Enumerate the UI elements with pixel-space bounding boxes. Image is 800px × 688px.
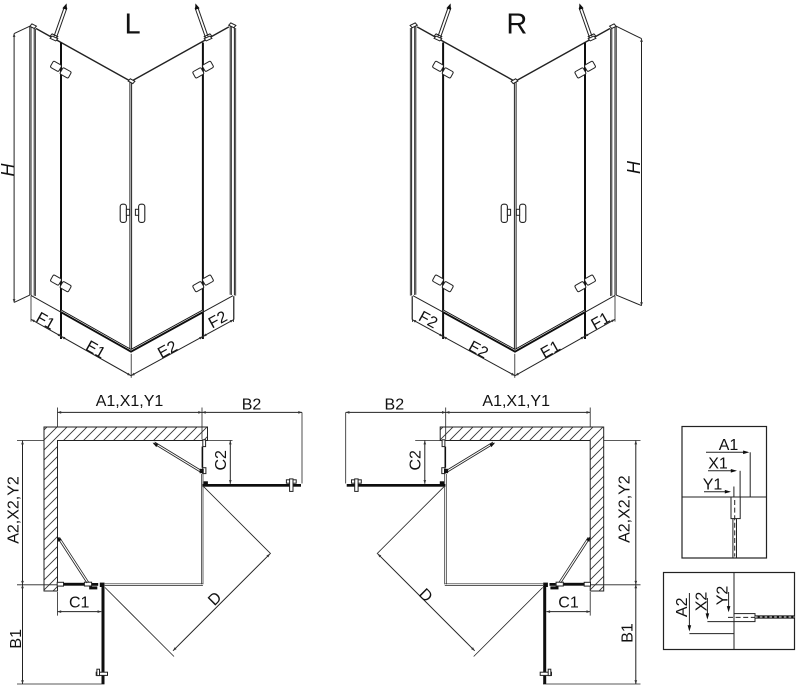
svg-text:B2: B2 <box>385 396 405 413</box>
svg-text:A2,X2,Y2: A2,X2,Y2 <box>617 475 634 543</box>
svg-text:Y2: Y2 <box>715 586 732 606</box>
svg-text:R: R <box>506 9 527 41</box>
svg-text:L: L <box>124 9 140 41</box>
svg-text:C2: C2 <box>408 450 425 471</box>
svg-text:A2,X2,Y2: A2,X2,Y2 <box>5 476 22 544</box>
svg-text:B2: B2 <box>242 396 262 413</box>
svg-text:B1: B1 <box>8 629 25 649</box>
svg-text:H: H <box>624 160 644 174</box>
svg-text:X2: X2 <box>694 592 711 612</box>
svg-text:B1: B1 <box>620 623 637 643</box>
svg-text:A1: A1 <box>719 437 739 454</box>
svg-text:C2: C2 <box>213 450 230 471</box>
svg-text:X1: X1 <box>708 456 728 473</box>
svg-text:H: H <box>0 163 18 177</box>
svg-text:A2: A2 <box>674 597 691 617</box>
svg-text:C1: C1 <box>69 594 90 611</box>
svg-text:F2: F2 <box>206 308 231 332</box>
svg-text:C1: C1 <box>558 594 579 611</box>
svg-text:Y1: Y1 <box>703 477 723 494</box>
svg-text:A1,X1,Y1: A1,X1,Y1 <box>96 393 164 410</box>
svg-text:F2: F2 <box>416 308 441 332</box>
svg-text:A1,X1,Y1: A1,X1,Y1 <box>482 393 550 410</box>
